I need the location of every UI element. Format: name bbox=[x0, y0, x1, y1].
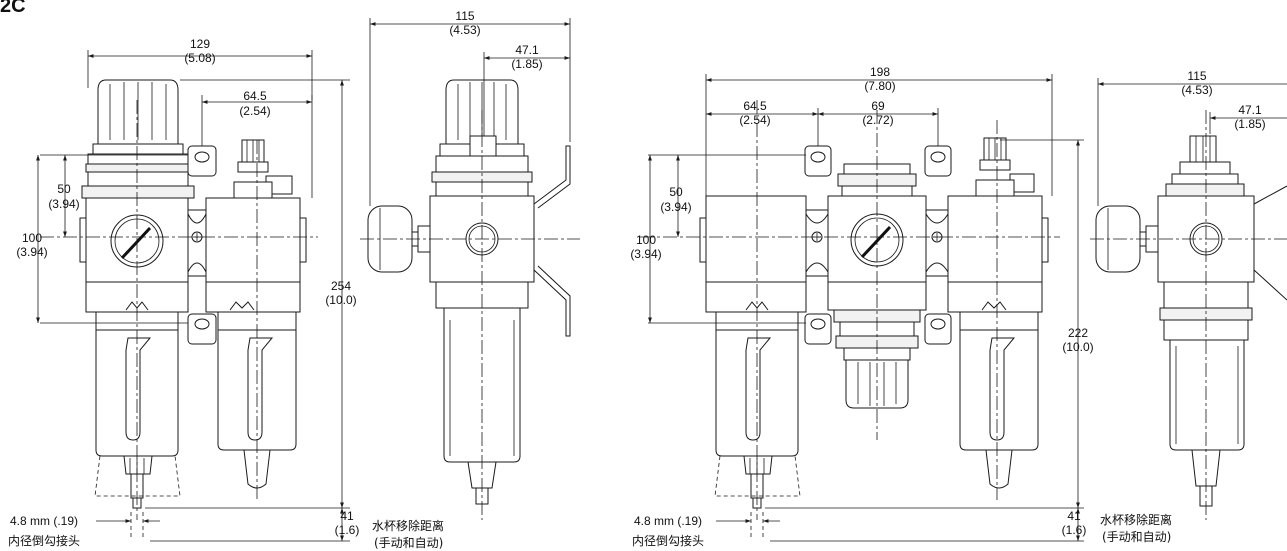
dim-mount-b-in-2: (3.94) bbox=[630, 247, 661, 261]
side-knob-2 bbox=[1165, 135, 1245, 197]
dim-mount-b-mm-2: 100 bbox=[636, 233, 656, 247]
side-depth-in: (4.53) bbox=[449, 23, 480, 37]
clearance-caption-1: 水杯移除距离 bbox=[372, 518, 444, 533]
filter-bowl-left bbox=[94, 311, 181, 509]
dim-mount-a-mm-2: 50 bbox=[669, 185, 683, 199]
side-offset-mm: 47.1 bbox=[515, 43, 539, 57]
clearance-caption-2-2: (手动和自动) bbox=[1102, 530, 1171, 544]
dim-mount-a-in: (3.94) bbox=[48, 197, 79, 211]
dim-spacing-1-in: (2.54) bbox=[739, 113, 770, 127]
side-bowl bbox=[443, 307, 521, 463]
side-offset-mm-2: 47.1 bbox=[1238, 103, 1262, 117]
dim-spacing-2-in: (2.72) bbox=[862, 113, 893, 127]
right-side-view bbox=[1090, 110, 1287, 520]
connector-bracket-1 bbox=[804, 145, 832, 345]
dim-mount-b-mm: 100 bbox=[22, 231, 42, 245]
dim-height-mm: 254 bbox=[331, 279, 351, 293]
dim-width-total-mm: 129 bbox=[190, 37, 210, 51]
right-front-view bbox=[640, 100, 1060, 520]
bowl-clearance-mm: 41 bbox=[340, 509, 354, 523]
dim-spacing-1-mm: 64.5 bbox=[743, 99, 767, 113]
dim-width-total-mm-2: 198 bbox=[870, 65, 890, 79]
connector-bracket-2 bbox=[924, 145, 952, 345]
right-front-dimensions: 198 (7.80) 64.5 (2.54) 69 (2.72) 50 (3.9… bbox=[630, 65, 1093, 548]
clearance-caption-1-2: 水杯移除距离 bbox=[1100, 512, 1172, 527]
clearance-caption-2: (手动和自动) bbox=[374, 536, 443, 550]
dim-mount-b-in: (3.94) bbox=[16, 245, 47, 259]
left-front-view bbox=[40, 79, 318, 520]
side-depth-mm-2: 115 bbox=[1187, 69, 1206, 83]
dim-height-mm-2: 222 bbox=[1068, 326, 1088, 340]
bowl-clearance-in: (1.6) bbox=[335, 523, 360, 537]
right-side-dimensions: 115 (4.53) 47.1 (1.85) 41 (1.6) 水杯移除距离 (… bbox=[770, 69, 1287, 544]
dim-spacing-mm: 64.5 bbox=[243, 89, 267, 103]
lubricator-unit bbox=[947, 137, 1049, 489]
side-offset-in: (1.85) bbox=[511, 57, 542, 71]
barb-caption-2: 内径倒勾接头 bbox=[632, 533, 704, 548]
dim-spacing-in: (2.54) bbox=[239, 104, 270, 118]
dim-mount-a-in-2: (3.94) bbox=[660, 200, 691, 214]
connector-bracket bbox=[187, 145, 217, 345]
bowl-clearance-mm-2: 41 bbox=[1067, 509, 1081, 523]
dim-height-in: (10.0) bbox=[325, 293, 356, 307]
dim-spacing-2-mm: 69 bbox=[871, 99, 885, 113]
dim-mount-a-mm: 50 bbox=[57, 182, 71, 196]
barb-size-label: 4.8 mm (.19) bbox=[10, 514, 78, 528]
side-depth-mm: 115 bbox=[455, 9, 474, 23]
barb-size-label-2: 4.8 mm (.19) bbox=[634, 514, 702, 528]
filter-body bbox=[705, 195, 807, 283]
bowl-clearance-in-2: (1.6) bbox=[1062, 523, 1087, 537]
side-depth-in-2: (4.53) bbox=[1181, 83, 1212, 97]
left-front-dimensions: 129 (5.08) 64.5 (2.54) 50 (3.94) 100 (3.… bbox=[8, 37, 357, 548]
side-offset-in-2: (1.85) bbox=[1234, 117, 1265, 131]
barb-caption: 内径倒勾接头 bbox=[8, 533, 80, 548]
left-side-view bbox=[360, 79, 580, 520]
left-side-dimensions: 115 (4.53) 47.1 (1.85) 41 (1.6) 水杯移除距离 (… bbox=[150, 9, 571, 550]
dim-width-total-in-2: (7.80) bbox=[864, 79, 895, 93]
dim-height-in-2: (10.0) bbox=[1062, 340, 1093, 354]
side-bowl-2 bbox=[1169, 339, 1245, 451]
dim-width-total-in: (5.08) bbox=[184, 51, 215, 65]
side-bracket-top bbox=[533, 145, 571, 209]
lubricator-unit bbox=[205, 139, 307, 489]
regulator-knob bbox=[81, 79, 195, 199]
side-bracket-bottom bbox=[533, 265, 571, 337]
corner-mark: 2C bbox=[0, 0, 26, 17]
